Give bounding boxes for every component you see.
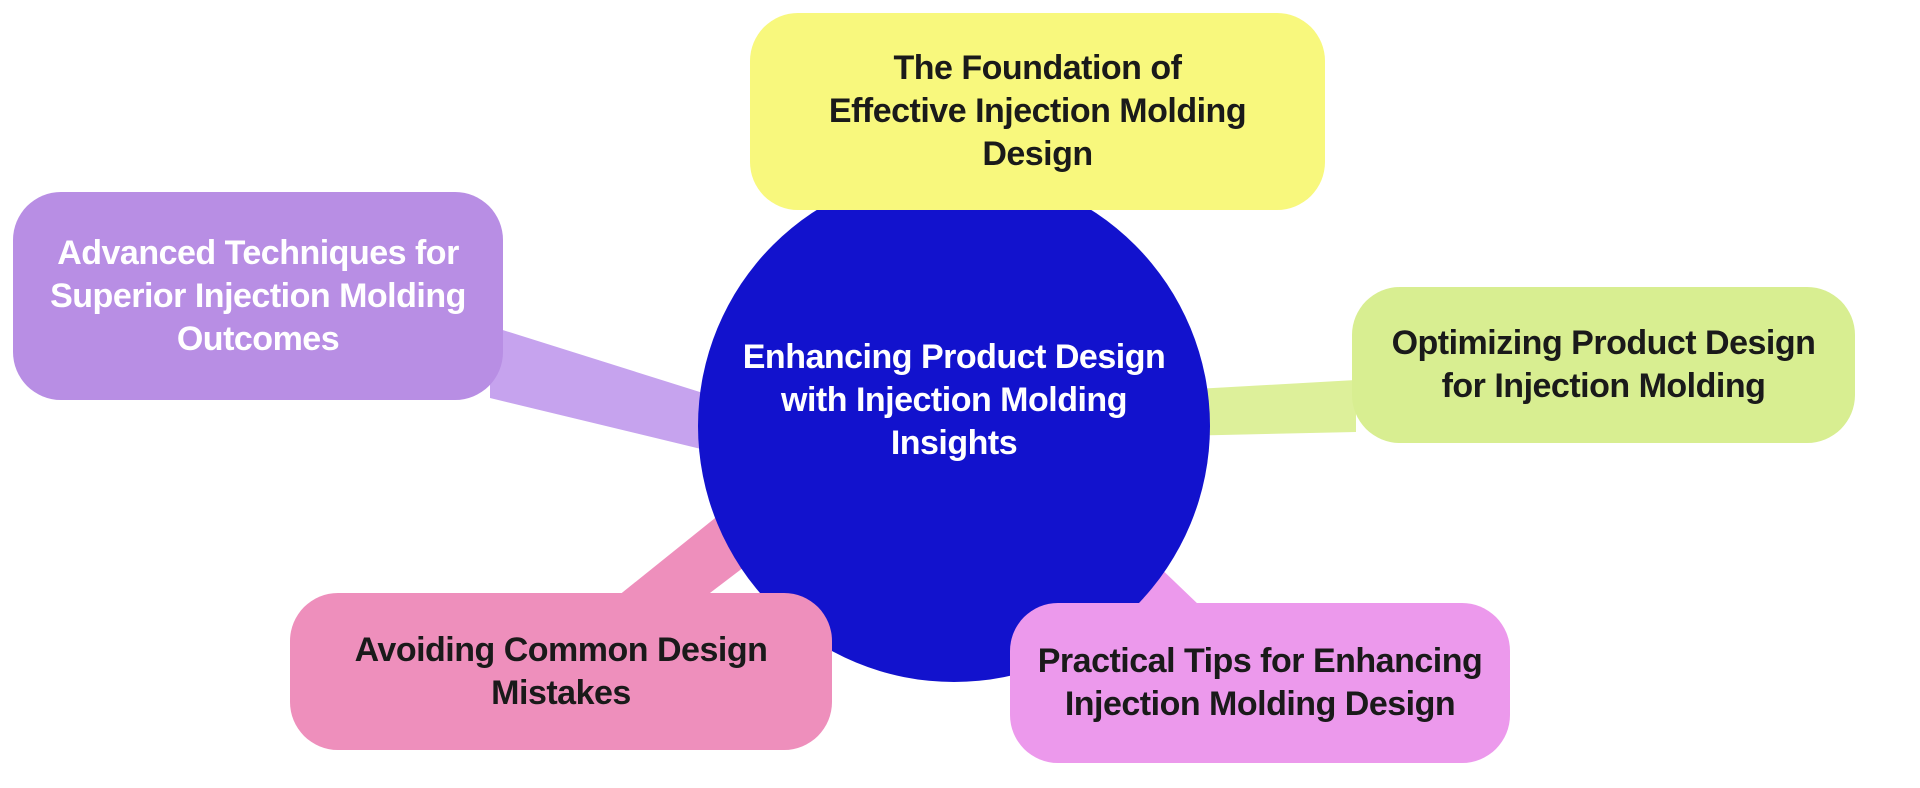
root-node-label: Enhancing Product Design with Injection …	[742, 337, 1166, 462]
node-advanced-techniques-label: Advanced Techniques for Superior Injecti…	[50, 233, 466, 358]
node-optimizing: Optimizing Product Design for Injection …	[1352, 287, 1855, 443]
connector-optimizing	[1178, 380, 1356, 436]
node-advanced-techniques: Advanced Techniques for Superior Injecti…	[13, 192, 503, 400]
node-optimizing-label: Optimizing Product Design for Injection …	[1391, 324, 1816, 405]
node-avoiding-mistakes: Avoiding Common Design Mistakes	[290, 593, 832, 750]
node-foundation-label: The Foundation of Effective Injection Mo…	[828, 49, 1247, 173]
connector-advanced-techniques	[490, 326, 738, 456]
node-foundation: The Foundation of Effective Injection Mo…	[750, 13, 1325, 210]
node-practical-tips: Practical Tips for Enhancing Injection M…	[1010, 603, 1510, 763]
node-practical-tips-label: Practical Tips for Enhancing Injection M…	[1037, 642, 1483, 723]
node-avoiding-mistakes-label: Avoiding Common Design Mistakes	[354, 630, 768, 712]
